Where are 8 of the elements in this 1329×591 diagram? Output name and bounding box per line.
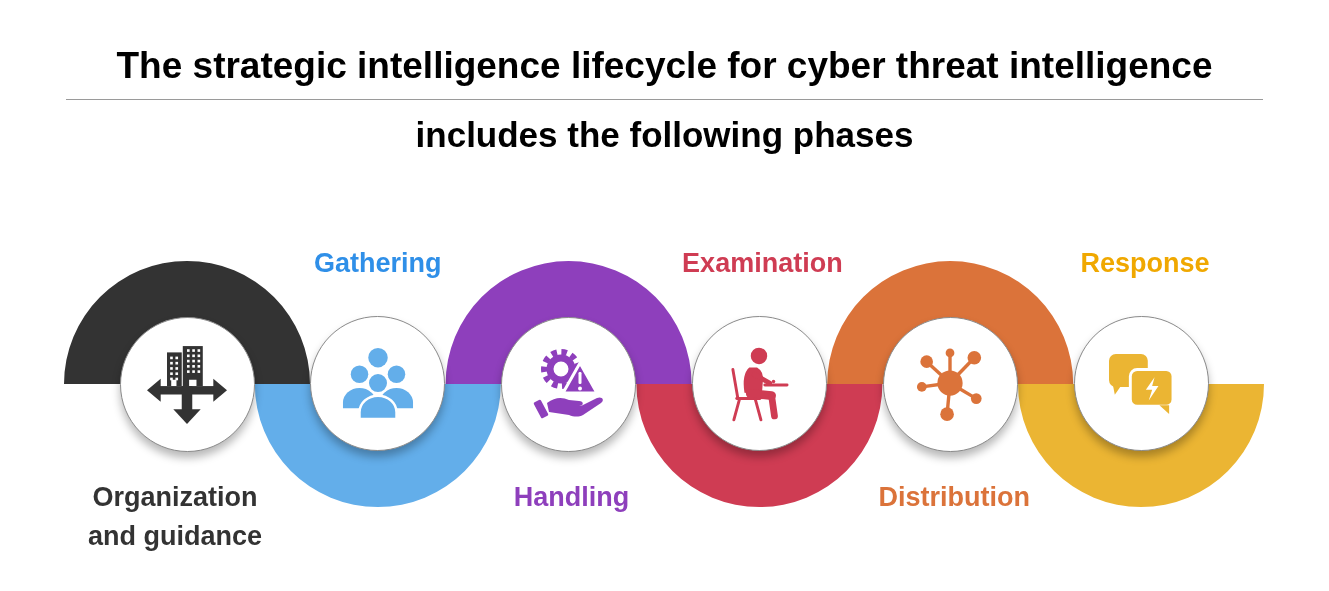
phase-label: Gathering bbox=[314, 247, 442, 280]
phase-label: Response bbox=[1080, 247, 1210, 280]
title: The strategic intelligence lifecycle for cyber threat intelligence bbox=[116, 44, 1213, 88]
subtitle: includes the following phases bbox=[415, 114, 914, 156]
phase-label: Handling bbox=[513, 480, 630, 514]
phase-label: Organization and guidance bbox=[87, 480, 263, 553]
phase-label: Distribution bbox=[878, 480, 1030, 514]
phase-label: Examination bbox=[682, 247, 843, 280]
